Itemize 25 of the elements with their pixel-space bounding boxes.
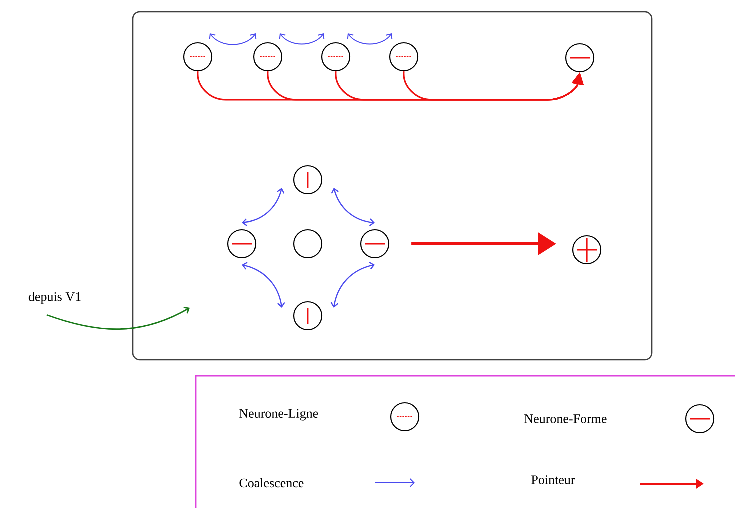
legend-text: Coalescence — [240, 478, 304, 488]
neuron-circle — [183, 42, 213, 72]
arrow — [347, 33, 393, 45]
arrow — [209, 33, 257, 46]
neuron-circle — [293, 229, 323, 259]
neuron-circle — [293, 301, 323, 331]
arrow — [46, 306, 190, 330]
arrow — [330, 262, 375, 308]
legend-text: Neurone-Ligne — [240, 409, 318, 421]
arrow — [279, 33, 325, 45]
neuron-circle — [360, 229, 390, 259]
text-label: depuis V1 — [28, 292, 81, 304]
neuron-circle — [253, 42, 283, 72]
arrow — [331, 188, 375, 226]
neuron-circle — [293, 165, 323, 195]
neuron-circle — [389, 42, 419, 72]
legend-text: Pointeur — [532, 476, 576, 484]
arrow — [242, 188, 285, 226]
panel-box — [132, 11, 653, 361]
arrow — [242, 262, 286, 308]
neuron-circle — [572, 235, 602, 265]
neuron-circle — [227, 229, 257, 259]
neuron-circle — [565, 43, 595, 73]
neuron-circle — [321, 42, 351, 72]
legend-text: Neurone-Forme — [524, 414, 607, 424]
